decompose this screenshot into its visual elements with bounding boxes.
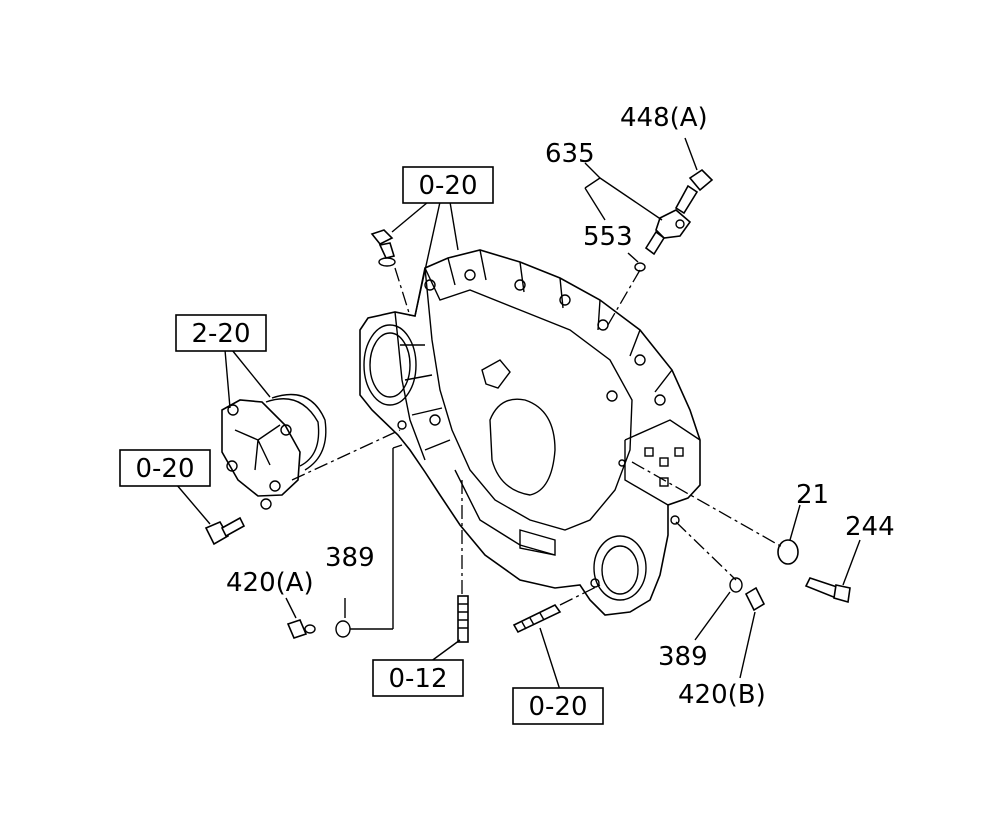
bolt-left — [204, 516, 246, 546]
callout-420b: 420(B) — [678, 680, 766, 710]
leader-lines — [175, 137, 861, 691]
callout-389-right: 389 — [658, 642, 708, 672]
stud-012 — [457, 595, 469, 643]
ref-box-0-12: 0-12 — [372, 659, 464, 697]
callout-420a: 420(A) — [226, 568, 314, 598]
callout-448a: 448(A) — [620, 103, 708, 133]
stud-020 — [512, 603, 562, 634]
sensor-635 — [644, 209, 692, 256]
ref-label: 0-12 — [388, 664, 447, 694]
seal-cover — [221, 393, 327, 510]
ref-box-2-20: 2-20 — [175, 314, 267, 352]
ref-box-0-20-bottom: 0-20 — [512, 687, 604, 725]
bolt-21-244 — [777, 539, 851, 604]
plug-420b — [729, 577, 766, 612]
ref-label: 2-20 — [191, 319, 250, 349]
callout-21: 21 — [796, 480, 829, 510]
ref-label: 0-20 — [418, 171, 477, 201]
ref-label: 0-20 — [528, 692, 587, 722]
alignment-lines — [291, 267, 785, 606]
bolt-top — [370, 229, 396, 267]
callout-389-left: 389 — [325, 543, 375, 573]
flywheel-housing — [359, 249, 701, 616]
ref-box-0-20-left: 0-20 — [119, 449, 211, 487]
bolt-448a — [674, 168, 714, 215]
callout-553: 553 — [583, 222, 633, 252]
ref-label: 0-20 — [135, 454, 194, 484]
callout-244: 244 — [845, 512, 895, 542]
oring-553 — [634, 262, 646, 272]
ref-box-0-20-top: 0-20 — [402, 166, 494, 204]
plug-420a — [286, 619, 351, 639]
callout-635: 635 — [545, 139, 595, 169]
